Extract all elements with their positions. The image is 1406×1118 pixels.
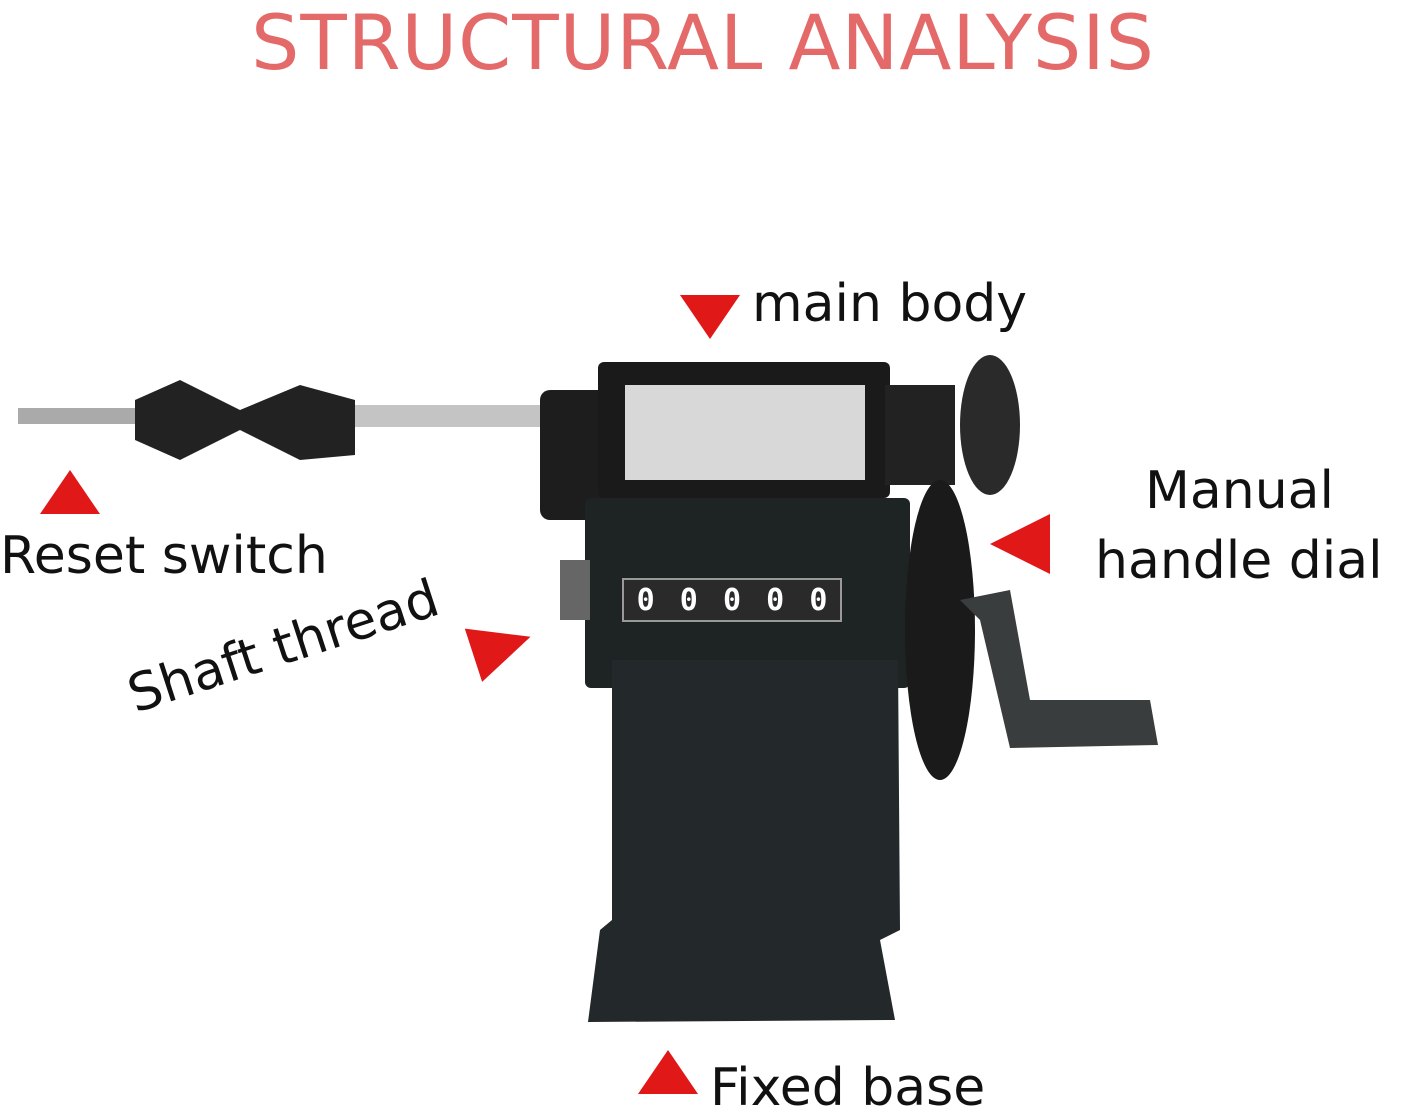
threaded-shaft <box>18 408 138 424</box>
label-handle-dial: handle dial <box>1095 531 1383 591</box>
crank-handle <box>960 590 1158 748</box>
knob <box>960 355 1020 495</box>
label-reset-switch: Reset switch <box>0 526 328 586</box>
fixed-base-arrow-icon <box>638 1050 698 1094</box>
reset-switch-arrow-icon <box>40 470 100 514</box>
label-main-body: main body <box>752 274 1028 334</box>
counter-digit: 0 <box>809 582 828 618</box>
label-fixed-base: Fixed base <box>710 1058 986 1118</box>
label-manual: Manual <box>1145 461 1334 521</box>
turn-counter: 0 0 0 0 0 <box>622 578 842 622</box>
handle-dial-arrow-icon <box>990 514 1050 574</box>
main-body-arrow-icon <box>680 295 740 339</box>
page-title: STRUCTURAL ANALYSIS <box>251 0 1155 87</box>
handle-dial <box>905 480 975 780</box>
counter-digit: 0 <box>766 582 785 618</box>
body-label-plate <box>625 385 865 480</box>
counter-digit: 0 <box>722 582 741 618</box>
base-stand <box>588 660 900 1022</box>
chuck <box>135 380 355 460</box>
counter-digit: 0 <box>636 582 655 618</box>
spindle <box>355 405 545 427</box>
counter-digit: 0 <box>679 582 698 618</box>
